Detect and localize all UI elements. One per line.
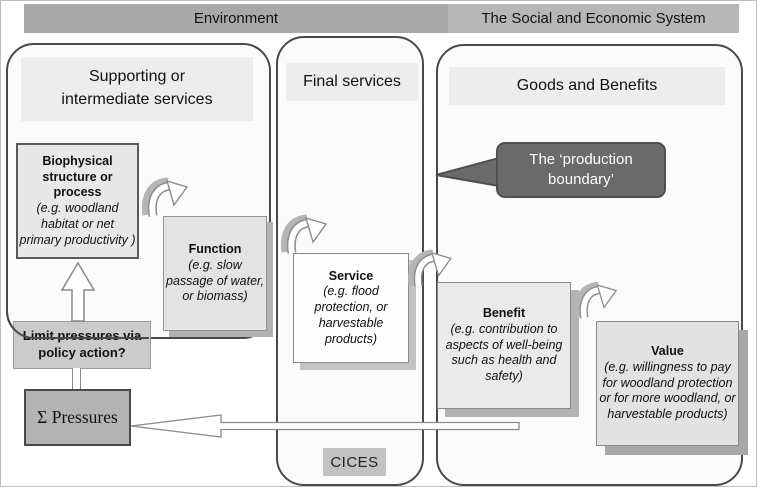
sum-pressures-box: Σ Pressures bbox=[24, 389, 131, 446]
pressure-connector bbox=[72, 368, 81, 390]
value-box: Value (e.g. willingness to pay for woodl… bbox=[596, 321, 739, 446]
service-title: Service bbox=[328, 268, 374, 283]
benefit-example: (e.g. contribution to aspects of well-be… bbox=[445, 321, 563, 384]
service-example: (e.g. flood protection, or harvestable p… bbox=[314, 284, 388, 346]
function-example: (e.g. slow passage of water, or biomass) bbox=[166, 257, 264, 304]
panel-title-supporting: Supporting or intermediate services bbox=[21, 57, 253, 121]
panel-title-final: Final services bbox=[286, 63, 418, 101]
social-economic-header: The Social and Economic System bbox=[448, 4, 739, 33]
benefit-title: Benefit bbox=[482, 306, 526, 321]
cices-label: CICES bbox=[323, 448, 386, 476]
service-box: Service (e.g. flood protection, or harve… bbox=[293, 253, 409, 363]
function-title: Function bbox=[188, 242, 242, 256]
function-box: Function (e.g. slow passage of water, or… bbox=[163, 216, 267, 331]
biophysical-example: (e.g. woodland habitat or net primary pr… bbox=[19, 201, 136, 247]
value-title: Value bbox=[651, 344, 684, 359]
biophysical-box: Biophysical structure or process (e.g. w… bbox=[16, 143, 139, 259]
environment-header: Environment bbox=[24, 4, 448, 33]
panel-title-goods: Goods and Benefits bbox=[449, 67, 725, 105]
limit-pressures-box: Limit pressures via policy action? bbox=[13, 321, 151, 369]
panel-title-supporting-text: Supporting or intermediate services bbox=[61, 68, 213, 108]
curved-arrow-icon bbox=[280, 214, 328, 254]
value-example: (e.g. willingness to pay for woodland pr… bbox=[599, 359, 736, 422]
up-arrow-icon bbox=[60, 262, 96, 322]
curved-arrow-icon bbox=[573, 281, 618, 319]
callout-tail bbox=[435, 156, 499, 188]
production-boundary-callout: The ‘production boundary’ bbox=[496, 142, 666, 198]
benefit-box: Benefit (e.g. contribution to aspects of… bbox=[437, 282, 571, 409]
curved-arrow-icon bbox=[141, 177, 189, 217]
curved-arrow-icon bbox=[408, 249, 452, 287]
left-arrow-icon bbox=[130, 414, 520, 438]
biophysical-title: Biophysical structure or process bbox=[42, 153, 113, 200]
